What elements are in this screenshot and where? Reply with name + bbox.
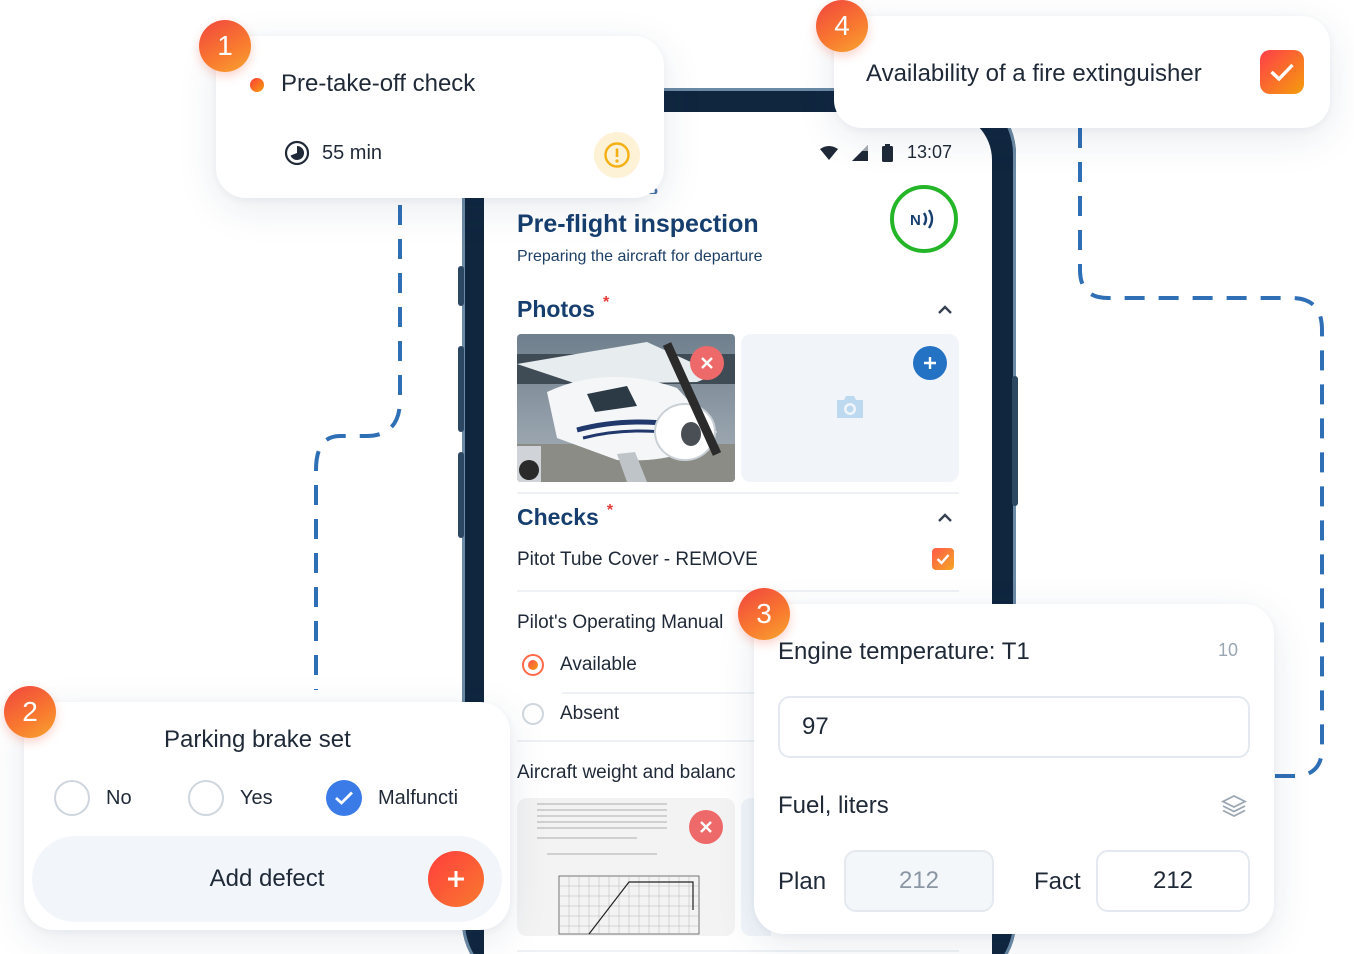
task-duration: 55 min: [284, 140, 382, 166]
step-badge-3: 3: [738, 588, 790, 640]
fact-label: Fact: [1034, 868, 1081, 895]
required-mark: *: [602, 294, 610, 311]
status-bar: 13:07: [819, 142, 952, 163]
phone-screen: 13:07 Cessna N 172S Pre-flight inspectio…: [484, 112, 992, 954]
divider: [562, 692, 862, 694]
pre-takeoff-check-card[interactable]: Pre-take-off check 55 min: [216, 36, 664, 198]
fact-input[interactable]: 212: [1096, 850, 1250, 912]
photos-label: Photos: [517, 296, 595, 322]
divider: [517, 740, 959, 742]
add-defect-button[interactable]: Add defect: [32, 836, 502, 922]
checkmark-icon: [335, 791, 353, 805]
fire-extinguisher-card[interactable]: Availability of a fire extinguisher: [834, 16, 1330, 128]
engine-temperature-label: Engine temperature: T1: [778, 638, 1030, 665]
warning-icon: [604, 142, 630, 168]
option-label: Available: [560, 654, 637, 675]
divider: [517, 950, 959, 952]
option-label: No: [106, 786, 132, 809]
engine-temperature-input[interactable]: 97: [778, 696, 1250, 758]
radio-unselected[interactable]: [522, 703, 544, 725]
add-defect-plus-button[interactable]: [428, 851, 484, 907]
plan-label: Plan: [778, 868, 827, 895]
option-malfunction[interactable]: Malfuncti: [326, 780, 458, 816]
signal-icon: [851, 144, 868, 161]
check-item-checkbox[interactable]: [932, 548, 954, 570]
parking-brake-card[interactable]: Parking brake set No Yes Malfuncti Add d…: [24, 702, 510, 930]
manual-question: Pilot's Operating Manual: [517, 612, 724, 633]
radio-unselected[interactable]: [54, 780, 90, 816]
step-badge-1: 1: [199, 20, 251, 72]
required-mark: *: [606, 502, 614, 519]
step-badge-2: 2: [4, 686, 56, 738]
volume-down-button: [458, 452, 464, 538]
option-yes[interactable]: Yes: [188, 780, 273, 816]
chevron-up-icon[interactable]: [938, 513, 952, 523]
power-button: [1012, 376, 1018, 506]
divider: [517, 590, 959, 592]
add-photo-button[interactable]: [913, 346, 947, 380]
duration-text: 55 min: [322, 141, 383, 164]
layers-icon[interactable]: [1221, 794, 1247, 818]
checks-label: Checks: [517, 504, 599, 530]
manual-option-available[interactable]: Available: [522, 654, 637, 676]
plus-icon: [924, 357, 936, 369]
remove-document-button[interactable]: [689, 810, 723, 844]
fuel-label: Fuel, liters: [778, 792, 889, 819]
aircraft-photo[interactable]: [517, 334, 735, 482]
plus-icon: [448, 871, 464, 887]
battery-icon: [881, 143, 893, 162]
timer-icon: [284, 140, 310, 166]
option-label: Yes: [240, 786, 273, 809]
chevron-up-icon[interactable]: [938, 305, 952, 315]
engine-counter: 10: [1217, 640, 1238, 660]
parking-brake-title: Parking brake set: [164, 726, 351, 753]
volume-up-button: [458, 346, 464, 432]
option-no[interactable]: No: [54, 780, 132, 816]
close-icon: [700, 821, 712, 833]
close-icon: [701, 357, 713, 369]
camera-icon: [837, 396, 863, 418]
divider: [517, 492, 959, 494]
weight-balance-document[interactable]: [517, 798, 735, 936]
step-badge-4: 4: [816, 0, 868, 52]
svg-text:N: N: [910, 212, 921, 229]
option-label: Absent: [560, 703, 620, 724]
warning-button[interactable]: [594, 132, 640, 178]
photos-section-header[interactable]: Photos *: [517, 294, 610, 323]
radio-selected[interactable]: [522, 654, 544, 676]
radio-unselected[interactable]: [188, 780, 224, 816]
engine-fuel-card[interactable]: Engine temperature: T1 10 97 Fuel, liter…: [754, 604, 1274, 934]
mute-switch: [458, 266, 464, 306]
status-dot: [250, 78, 264, 92]
checkmark-icon: [936, 554, 950, 565]
manual-option-absent[interactable]: Absent: [522, 703, 619, 725]
radio-selected[interactable]: [326, 780, 362, 816]
add-photo-tile[interactable]: [741, 334, 959, 482]
fire-extinguisher-label: Availability of a fire extinguisher: [866, 60, 1202, 87]
weight-balance-document-image: [537, 803, 700, 935]
check-item-label: Pitot Tube Cover - REMOVE: [517, 549, 758, 570]
add-defect-label: Add defect: [209, 865, 325, 892]
checks-section-header[interactable]: Checks *: [517, 502, 614, 531]
aircraft-photo-image: [517, 334, 735, 482]
fire-extinguisher-checkbox[interactable]: [1260, 50, 1304, 94]
wifi-icon: [819, 145, 838, 160]
checkmark-icon: [1270, 63, 1294, 82]
page-title: Pre-flight inspection: [517, 210, 759, 238]
remove-photo-button[interactable]: [690, 346, 724, 380]
task-title: Pre-take-off check: [281, 70, 476, 97]
status-time: 13:07: [906, 142, 952, 162]
nfc-icon: N: [910, 209, 934, 229]
page-subtitle: Preparing the aircraft for departure: [517, 248, 763, 265]
weight-balance-label: Aircraft weight and balanc: [517, 762, 736, 783]
option-label: Malfuncti: [378, 786, 459, 809]
plan-input: 212: [844, 850, 994, 912]
nfc-button[interactable]: N: [890, 185, 958, 253]
